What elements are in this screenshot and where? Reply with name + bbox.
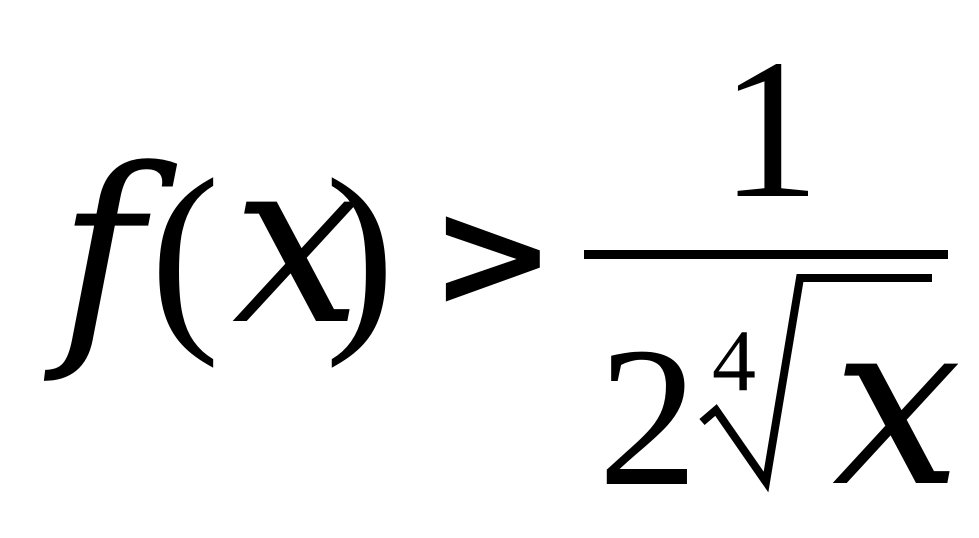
function-argument: x xyxy=(232,109,362,376)
close-paren: ) xyxy=(325,137,395,369)
greater-than-sign: > xyxy=(430,168,556,342)
open-paren: ( xyxy=(150,137,220,369)
fraction-bar xyxy=(584,250,948,259)
inequality-formula: f ( x ) > 1 2 4 x xyxy=(58,19,962,520)
root-index: 4 xyxy=(712,313,756,410)
denominator-coefficient: 2 xyxy=(598,307,698,528)
radical-sign xyxy=(699,274,932,493)
radicand: x xyxy=(832,271,962,538)
fraction-numerator: 1 xyxy=(720,19,820,240)
function-name: f xyxy=(58,121,144,388)
